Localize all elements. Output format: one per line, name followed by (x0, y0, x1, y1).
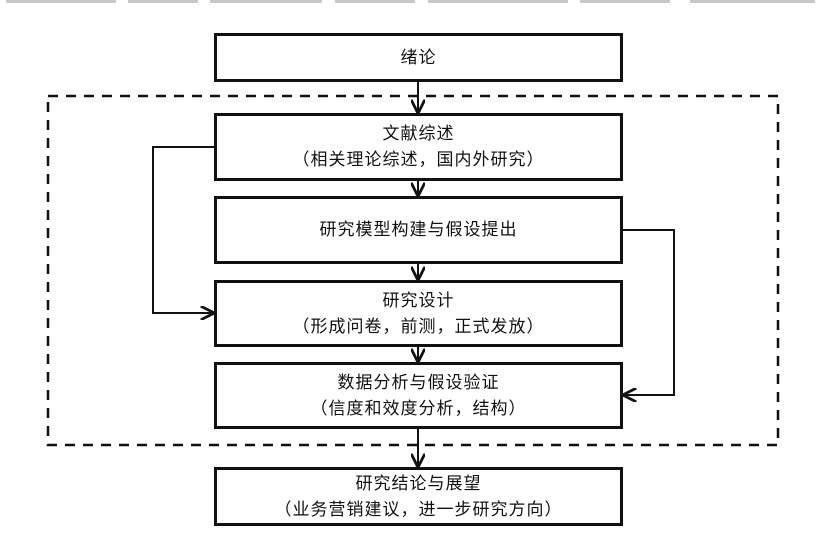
node-data-analysis: 数据分析与假设验证 （信度和效度分析，结构） (214, 362, 623, 429)
node-research-design: 研究设计 （形成问卷，前测，正式发放） (214, 280, 623, 347)
node-title: 研究结论与展望 (355, 473, 482, 494)
dashed-group-border (46, 94, 780, 447)
edge-literature-design (152, 146, 214, 313)
node-title: 研究设计 (382, 290, 455, 311)
node-subtitle: （业务营销建议，进一步研究方向） (274, 499, 563, 520)
node-subtitle: （形成问卷，前测，正式发放） (292, 316, 545, 337)
node-subtitle: （相关理论综述，国内外研究） (292, 150, 545, 170)
node-intro: 绪论 (214, 33, 623, 82)
node-title: 数据分析与假设验证 (337, 372, 500, 393)
node-title: 绪论 (400, 47, 437, 68)
cropped-text-line (0, 0, 821, 6)
node-model-hypotheses: 研究模型构建与假设提出 (214, 196, 623, 264)
node-subtitle: （信度和效度分析，结构） (310, 398, 527, 419)
node-title: 文献综述 (382, 124, 455, 144)
node-title: 研究模型构建与假设提出 (319, 220, 518, 240)
node-literature-review: 文献综述 （相关理论综述，国内外研究） (214, 113, 623, 181)
node-conclusion: 研究结论与展望 （业务营销建议，进一步研究方向） (214, 467, 623, 526)
edge-model-analysis (623, 229, 675, 395)
